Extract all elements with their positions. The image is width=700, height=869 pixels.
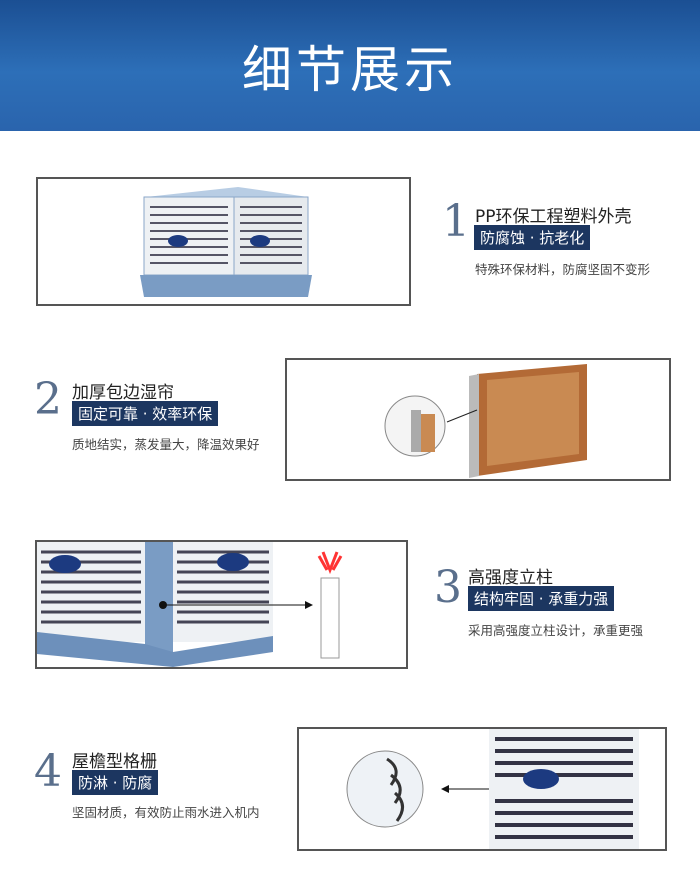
feature-badge: 固定可靠 · 效率环保 (72, 401, 219, 426)
feature-number: 2 (34, 374, 62, 425)
air-cooler-unit-illustration (140, 187, 312, 297)
feature-desc: 坚固材质，有效防止雨水进入机内 (72, 805, 260, 820)
feature-desc: 采用高强度立柱设计，承重更强 (468, 623, 644, 638)
feature-desc: 特殊环保材料，防腐坚固不变形 (475, 262, 651, 277)
feature-number: 1 (442, 196, 470, 247)
page-header: 细节展示 (0, 0, 700, 131)
feature-desc: 质地结实，蒸发量大，降温效果好 (72, 437, 260, 452)
feature-2-image (285, 358, 671, 481)
feature-title: 加厚包边湿帘 (72, 383, 174, 403)
cooling-pad-illustration (384, 364, 587, 478)
feature-3-image (35, 540, 408, 669)
feature-title: 屋檐型格栅 (72, 752, 157, 772)
feature-badge: 防腐蚀 · 抗老化 (474, 225, 591, 250)
feature-title: 高强度立柱 (468, 568, 553, 588)
feature-badge: 防淋 · 防腐 (72, 770, 159, 795)
feature-1-image (36, 177, 411, 306)
page-title: 细节展示 (242, 40, 458, 99)
feature-4-image (297, 727, 667, 851)
feature-number: 4 (34, 746, 62, 797)
feature-number: 3 (434, 562, 462, 613)
feature-badge: 结构牢固 · 承重力强 (468, 586, 615, 611)
louver-grille-illustration (346, 729, 639, 849)
feature-title: PP环保工程塑料外壳 (475, 207, 632, 227)
support-column-illustration (37, 542, 343, 667)
